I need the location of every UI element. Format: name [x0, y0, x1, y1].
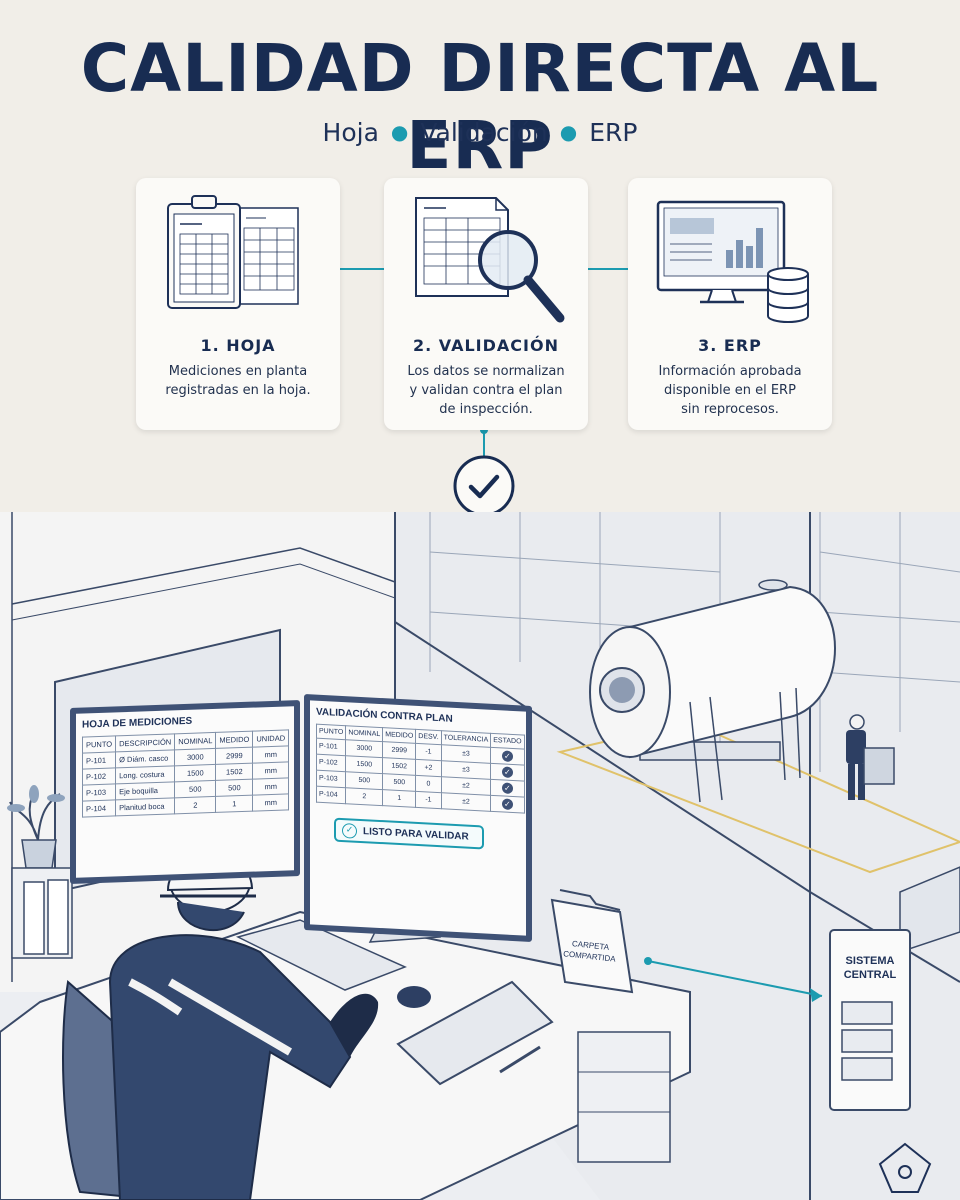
status-cell: ✓ [490, 795, 525, 814]
label-line: SISTEMA [845, 955, 895, 967]
validation-table: PUNTO NOMINAL MEDIDO DESV. TOLERANCIA ES… [316, 724, 525, 814]
table-cell: P-102 [316, 754, 346, 772]
check-status-icon: ✓ [501, 750, 513, 762]
check-circle-icon [453, 455, 515, 517]
step-card-hoja: 1. HOJA Mediciones en planta registradas… [136, 178, 340, 430]
table-cell: mm [252, 793, 289, 812]
check-circle-small-icon: ✓ [342, 822, 357, 839]
table-cell: 500 [215, 779, 253, 797]
column-header: DESV. [415, 729, 442, 745]
table-cell: Planitud boca [115, 797, 175, 816]
table-cell: mm [252, 777, 289, 796]
table-cell: 1500 [345, 755, 383, 774]
table-cell: mm [252, 761, 289, 780]
table-cell: 500 [345, 771, 383, 790]
status-cell: ✓ [490, 747, 525, 766]
bullet-separator: ● [390, 120, 409, 144]
office-plant-scene: HOJA DE MEDICIONES PUNTO DESCRIPCIÓN NOM… [0, 512, 960, 1200]
check-status-icon: ✓ [501, 782, 513, 794]
desc-line: Mediciones en planta [168, 364, 308, 379]
sheet-title: HOJA DE MEDICIONES [82, 715, 193, 731]
page-subtitle: Hoja ● Validación ● ERP [0, 118, 960, 147]
table-cell: 1502 [215, 763, 253, 781]
column-header: UNIDAD [252, 729, 289, 748]
table-cell: 3000 [345, 739, 383, 758]
step-title: 2. VALIDACIÓN [413, 336, 559, 355]
table-cell: 1 [382, 789, 416, 808]
table-cell: 1 [215, 795, 253, 813]
table-cell: P-101 [316, 738, 346, 756]
desc-line: disponible en el ERP [664, 383, 796, 398]
desc-line: sin reprocesos. [681, 402, 779, 417]
desc-line: registradas en la hoja. [165, 383, 311, 398]
label-line: CENTRAL [843, 969, 897, 981]
desc-line: de inspección. [439, 402, 533, 417]
step-description: Mediciones en planta registradas en la h… [146, 362, 330, 400]
table-cell: P-103 [82, 783, 116, 802]
page-title: CALIDAD DIRECTA AL ERP [80, 30, 880, 184]
table-cell: P-104 [82, 799, 116, 818]
desc-line: Información aprobada [658, 364, 802, 379]
table-cell: P-102 [82, 767, 116, 786]
table-cell: 2999 [215, 747, 253, 765]
step-card-erp: 3. ERP Información aprobada disponible e… [628, 178, 832, 430]
status-cell: ✓ [490, 779, 525, 798]
step-card-validacion: 2. VALIDACIÓN Los datos se normalizan y … [384, 178, 588, 430]
step-title: 3. ERP [698, 336, 762, 355]
subtitle-item-erp: ERP [589, 118, 638, 147]
bullet-separator: ● [559, 120, 578, 144]
table-cell: mm [252, 745, 289, 764]
monitor-database-icon [656, 200, 809, 323]
column-header: MEDIDO [215, 731, 253, 749]
column-header: NOMINAL [174, 732, 216, 750]
desc-line: Los datos se normalizan [407, 364, 565, 379]
left-monitor: HOJA DE MEDICIONES PUNTO DESCRIPCIÓN NOM… [70, 699, 300, 885]
magnifier-document-icon [415, 197, 565, 323]
table-cell: P-101 [82, 751, 116, 770]
table-cell: 500 [382, 773, 416, 792]
step-description: Información aprobada disponible en el ER… [638, 362, 822, 419]
table-cell: 1502 [382, 757, 416, 776]
table-cell: 0 [415, 775, 442, 793]
column-header: PUNTO [316, 724, 346, 740]
table-cell: 3000 [174, 748, 216, 766]
step-description: Los datos se normalizan y validan contra… [394, 362, 578, 419]
table-cell: 2 [345, 787, 383, 806]
table-cell: -1 [415, 743, 442, 761]
step-title: 1. HOJA [200, 336, 276, 355]
desc-line: y validan contra el plan [409, 383, 563, 398]
check-status-icon: ✓ [501, 798, 513, 810]
table-cell: 2999 [382, 741, 416, 760]
subtitle-item-validacion: Validación [420, 118, 548, 147]
clipboard-sheet-icon [167, 195, 299, 309]
table-cell: 1500 [174, 764, 216, 782]
table-cell: 2 [174, 796, 216, 814]
table-cell: +2 [415, 759, 442, 777]
check-status-icon: ✓ [501, 766, 513, 778]
table-cell: P-104 [316, 786, 346, 804]
table-cell: ±2 [441, 792, 491, 812]
button-label: LISTO PARA VALIDAR [363, 825, 469, 843]
column-header: PUNTO [82, 735, 116, 754]
table-cell: 500 [174, 780, 216, 798]
status-cell: ✓ [490, 763, 525, 782]
table-cell: P-103 [316, 770, 346, 788]
measurements-table: PUNTO DESCRIPCIÓN NOMINAL MEDIDO UNIDAD … [82, 729, 289, 818]
ready-to-validate-button[interactable]: ✓ LISTO PARA VALIDAR [334, 817, 484, 850]
central-system-label: SISTEMA CENTRAL [832, 954, 908, 982]
right-monitor: VALIDACIÓN CONTRA PLAN PUNTO NOMINAL MED… [304, 694, 532, 942]
table-cell: -1 [415, 791, 442, 809]
subtitle-item-hoja: Hoja [322, 118, 379, 147]
